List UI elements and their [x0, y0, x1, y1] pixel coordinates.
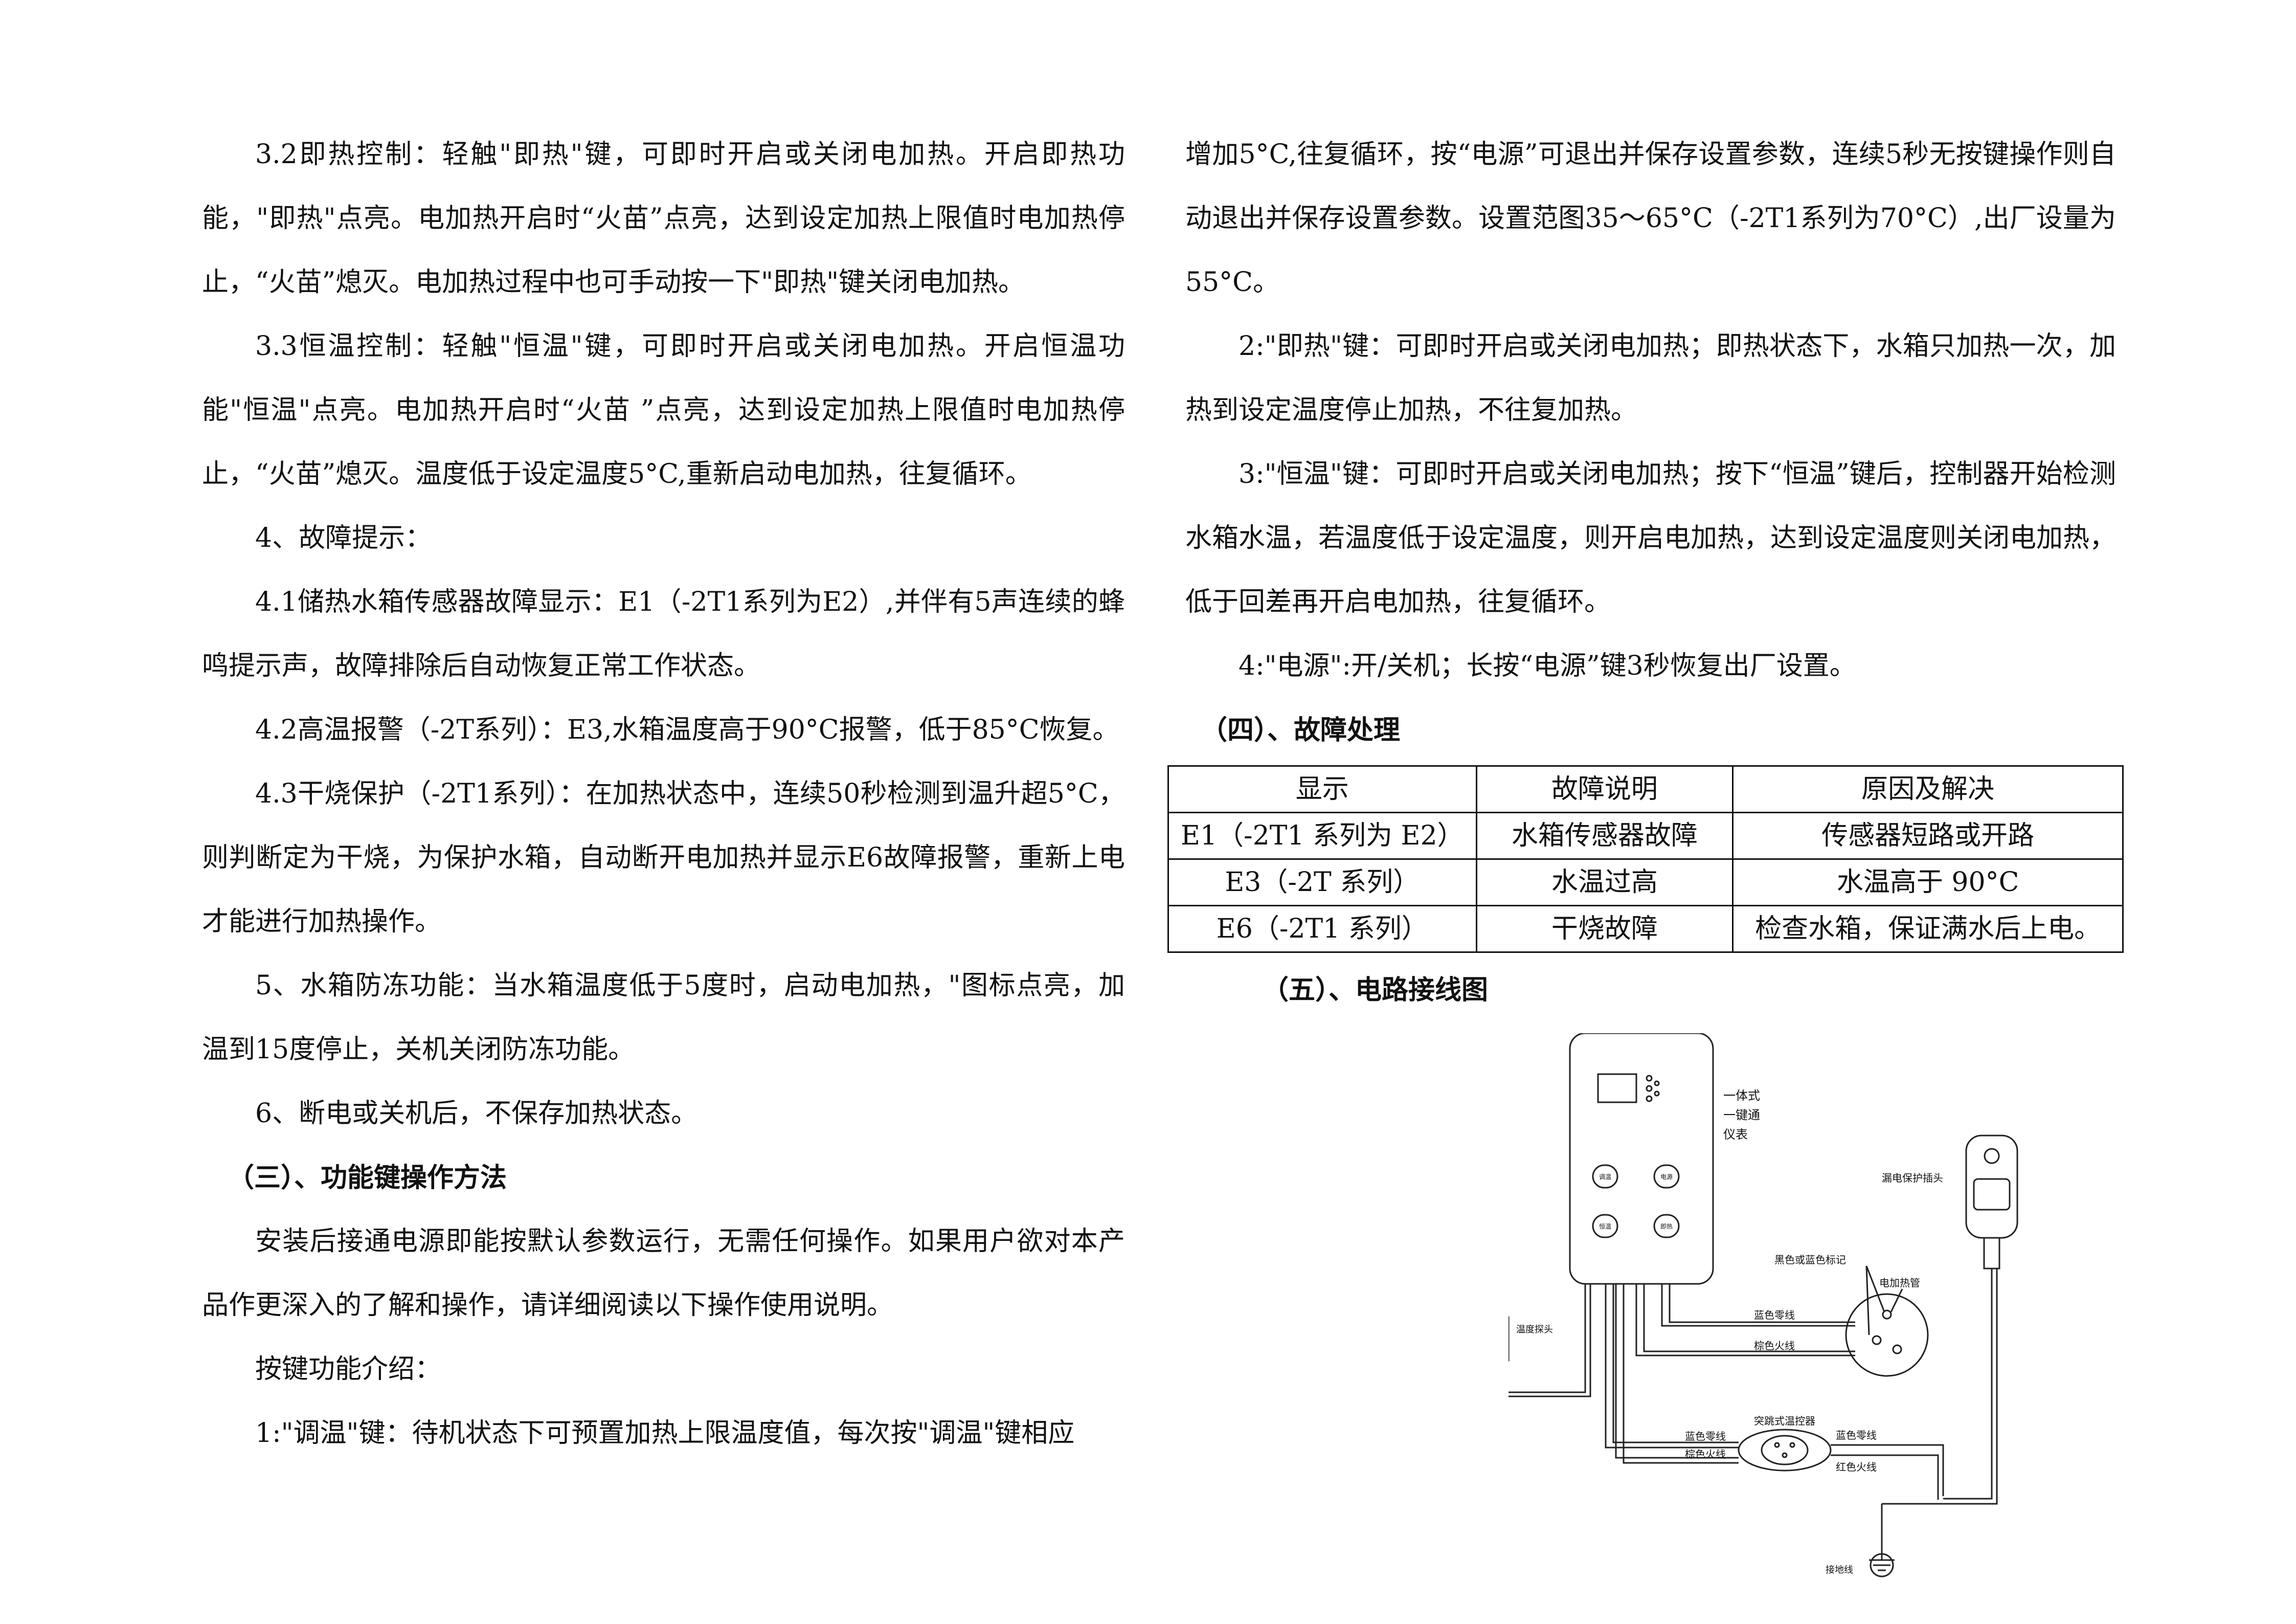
para-dry-burn: 4.3干烧保护（-2T1系列）：在加热状态中，连续50秒检测到温升超5°C，则判… — [202, 778, 1125, 937]
heater-terminal — [1882, 1309, 1892, 1320]
section-heading-fault: （四）、故障处理 — [1201, 715, 1401, 746]
para-antifreeze: 5、水箱防冻功能：当水箱温度低于5度时，启动电加热，"图标点亮，加温到15度停止… — [202, 970, 1125, 1065]
left-column: 3.2即热控制：轻触"即热"键，可即时开启或关闭电加热。开启即热功能，"即热"点… — [202, 123, 1125, 1465]
table-cell: 传感器短路或开路 — [1732, 812, 2124, 860]
para-fault-heading: 4、故障提示： — [255, 523, 432, 553]
wire-brown-live — [1635, 1284, 1855, 1356]
heater-tube — [1845, 1293, 1929, 1377]
wire-to-thermostat — [1612, 1284, 1739, 1443]
thermostat-screw — [1774, 1442, 1780, 1448]
ground-ring — [1870, 1553, 1894, 1577]
section-heading-keys: （三）、功能键操作方法 — [228, 1162, 507, 1193]
heater-terminal — [1892, 1344, 1902, 1354]
mark-pointer — [1865, 1265, 1870, 1336]
para-install: 安装后接通电源即能按默认参数运行，无需任何操作。如果用户欲对本产品作更深入的了解… — [202, 1226, 1125, 1321]
thermostat-inner — [1761, 1435, 1809, 1465]
heater-label: 电加热管 — [1879, 1277, 1920, 1289]
section-heading-wiring: （五）、电路接线图 — [1262, 974, 1489, 1006]
power-cable — [1882, 1269, 1998, 1505]
wiring-diagram: 一体式 一键通 仪表 漏电保护插头 黑色或蓝色标记 电加热管 蓝色零线 棕色火线… — [1509, 1033, 2018, 1577]
wire-blue-neutral — [1669, 1284, 1855, 1323]
button-power — [1653, 1164, 1680, 1189]
para-constant-temp: 3.3恒温控制：轻触"恒温"键，可即时开启或关闭电加热。开启恒温功能"恒温"点亮… — [202, 331, 1125, 490]
wire-thermostat-out — [1831, 1444, 1944, 1496]
heater-terminal — [1872, 1335, 1882, 1345]
ground-label: 接地线 — [1826, 1565, 1853, 1575]
wire-to-thermostat — [1623, 1284, 1739, 1464]
para-key-power: 4:"电源":开/关机；长按“电源”键3秒恢复出厂设置。 — [1239, 651, 1856, 681]
table-header-cell: 故障说明 — [1475, 765, 1734, 813]
blue-neutral-label: 蓝色零线 — [1754, 1309, 1795, 1321]
thermostat-label: 突跳式温控器 — [1754, 1415, 1815, 1427]
thermostat-screw — [1789, 1442, 1795, 1448]
leak-plug-label: 漏电保护插头 — [1882, 1172, 1943, 1184]
brown-live-label: 棕色火线 — [1754, 1340, 1795, 1352]
thermostat-body — [1738, 1429, 1832, 1472]
probe-cable — [1509, 1284, 1591, 1397]
button-constant — [1592, 1214, 1618, 1238]
para-key-intro: 按键功能介绍： — [255, 1354, 442, 1385]
thermostat-screw — [1782, 1452, 1788, 1458]
wire-to-thermostat — [1615, 1284, 1739, 1459]
table-cell: E1（-2T1 系列为 E2） — [1167, 812, 1477, 860]
probe-cable — [1509, 1284, 1586, 1393]
right-column: 增加5°C,往复循环，按“电源”可退出并保存设置参数，连续5秒无按键操作则自动退… — [1167, 123, 2124, 1022]
mark-pointer — [1865, 1265, 1885, 1312]
indicator-dot — [1654, 1080, 1660, 1086]
meter-label: 一体式 — [1723, 1088, 1760, 1103]
table-cell: 水温过高 — [1475, 858, 1734, 906]
table-cell: 水箱传感器故障 — [1475, 812, 1734, 860]
leak-plug-neck — [1983, 1237, 2000, 1270]
blue-neutral-label: 蓝色零线 — [1836, 1429, 1877, 1441]
indicator-dot — [1646, 1075, 1653, 1082]
wire-thermostat-out — [1831, 1454, 1939, 1500]
table-cell: 干烧故障 — [1475, 905, 1734, 953]
fault-table: 显示 故障说明 原因及解决 E1（-2T1 系列为 E2） 水箱传感器故障 传感… — [1167, 765, 2124, 953]
meter-label: 一键通 — [1723, 1108, 1760, 1122]
leak-plug-window — [1973, 1178, 2011, 1211]
indicator-dot — [1646, 1085, 1653, 1092]
para-key-constant: 3:"恒温"键：可即时开启或关闭电加热；按下“恒温”键后，控制器开始检测水箱水温… — [1185, 459, 2117, 617]
heater-pointer — [1890, 1288, 1903, 1312]
wire-to-thermostat — [1605, 1284, 1739, 1449]
table-row: E3（-2T 系列） 水温过高 水温高于 90°C — [1167, 858, 2124, 906]
table-header-row: 显示 故障说明 原因及解决 — [1167, 765, 2124, 813]
button-instant — [1653, 1214, 1680, 1238]
para-adjust-cont: 增加5°C,往复循环，按“电源”可退出并保存设置参数，连续5秒无按键操作则自动退… — [1185, 139, 2116, 298]
indicator-dot — [1646, 1095, 1653, 1102]
button-adjust — [1592, 1164, 1618, 1189]
button-label: 恒温 — [1599, 1223, 1611, 1230]
display-screen — [1597, 1073, 1637, 1103]
wire-blue-neutral — [1661, 1284, 1855, 1327]
table-cell: 检查水箱，保证满水后上电。 — [1732, 905, 2124, 953]
table-header-cell: 显示 — [1167, 765, 1477, 813]
leak-plug-button — [1984, 1148, 2000, 1164]
mark-label: 黑色或蓝色标记 — [1774, 1254, 1846, 1266]
power-cable — [1943, 1269, 1993, 1500]
para-key-adjust: 1:"调温"键：待机状态下可预置加热上限温度值，每次按"调温"键相应 — [255, 1418, 1075, 1449]
button-label: 电源 — [1660, 1173, 1673, 1181]
table-cell: E3（-2T 系列） — [1167, 858, 1477, 906]
button-label: 即热 — [1660, 1223, 1673, 1230]
meter-label: 仪表 — [1723, 1127, 1748, 1142]
brown-live-label: 棕色火线 — [1685, 1448, 1726, 1460]
table-header-cell: 原因及解决 — [1732, 765, 2124, 813]
table-row: E6（-2T1 系列） 干烧故障 检查水箱，保证满水后上电。 — [1167, 905, 2124, 953]
para-sensor-fault: 4.1储热水箱传感器故障显示：E1（-2T1系列为E2）,并伴有5声连续的蜂鸣提… — [202, 587, 1125, 681]
table-cell: 水温高于 90°C — [1732, 858, 2124, 906]
para-instant-heat: 3.2即热控制：轻触"即热"键，可即时开启或关闭电加热。开启即热功能，"即热"点… — [202, 139, 1125, 298]
wire-brown-live — [1643, 1284, 1855, 1352]
indicator-dot — [1654, 1091, 1660, 1097]
blue-neutral-label: 蓝色零线 — [1685, 1430, 1726, 1442]
para-key-instant: 2:"即热"键：可即时开启或关闭电加热；即热状态下，水箱只加热一次，加热到设定温… — [1185, 331, 2116, 426]
table-cell: E6（-2T1 系列） — [1167, 905, 1477, 953]
controller-body — [1569, 1033, 1714, 1285]
probe-label: 温度探头 — [1516, 1324, 1553, 1335]
button-label: 调温 — [1599, 1173, 1611, 1181]
table-row: E1（-2T1 系列为 E2） 水箱传感器故障 传感器短路或开路 — [1167, 812, 2124, 860]
para-power-off: 6、断电或关机后，不保存加热状态。 — [255, 1098, 698, 1129]
red-live-label: 红色火线 — [1836, 1461, 1877, 1473]
para-high-temp: 4.2高温报警（-2T系列）：E3,水箱温度高于90°C报警，低于85°C恢复。 — [255, 715, 1119, 745]
